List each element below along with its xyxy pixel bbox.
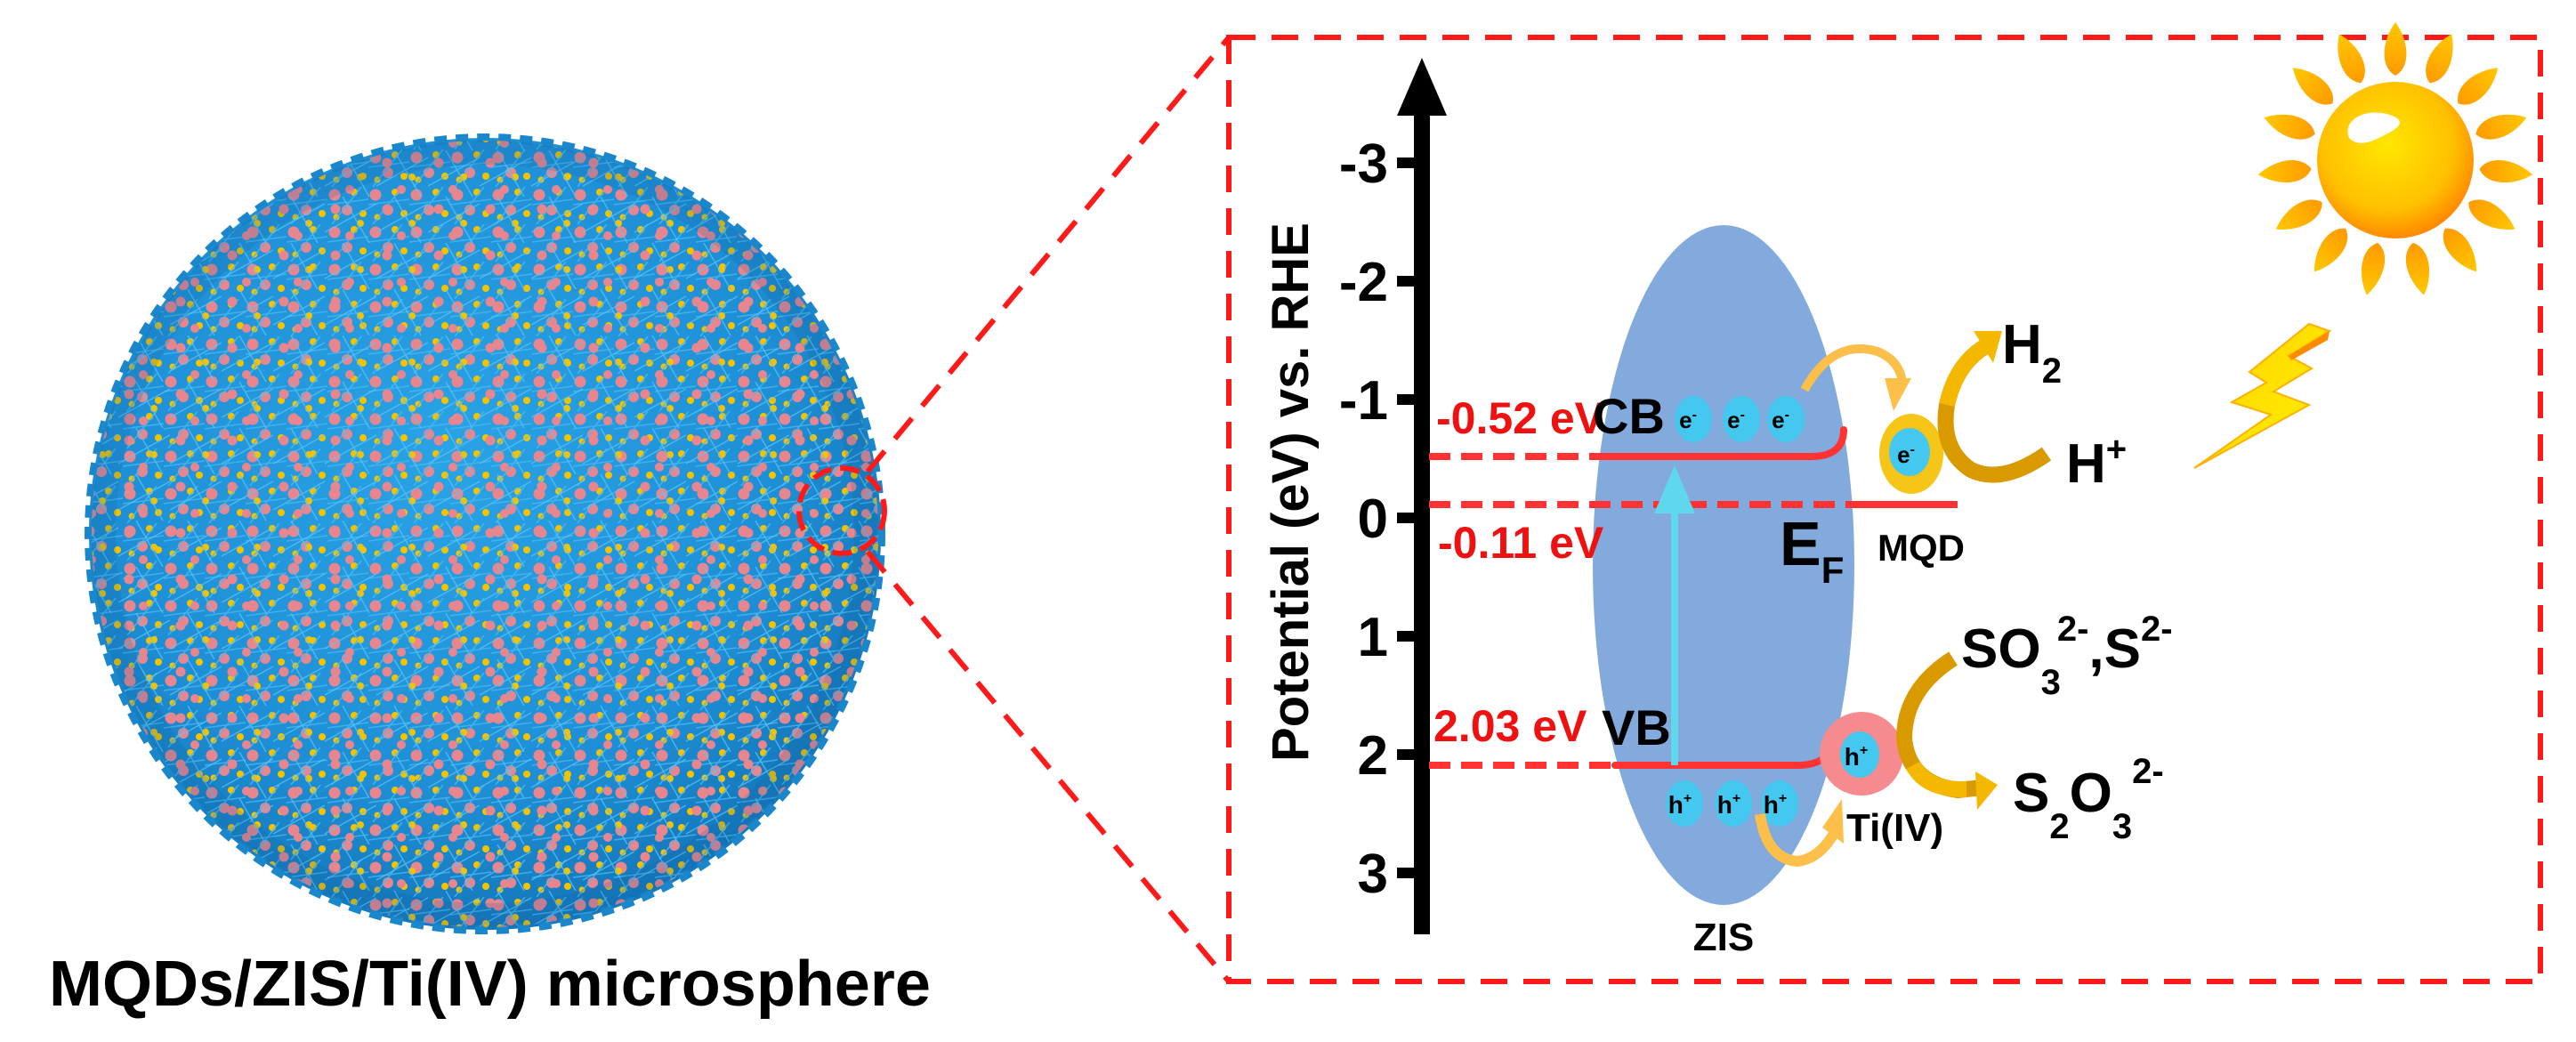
ti-iv-label: Ti(IV) [1846,806,1943,850]
microsphere-caption: MQDs/ZIS/Ti(IV) microsphere [49,949,931,1020]
ef-potential-value: -0.11 eV [1438,518,1604,568]
tick-label: 0 [1358,489,1388,550]
her-arrowhead-icon [1974,331,2002,363]
zis-band-ellipse [1593,225,1854,905]
detail-frame [1226,35,2543,984]
tick-mark [1397,631,1417,642]
thiosulfate-product-label: S2O32- [2013,752,2164,846]
tick-mark [1397,158,1417,168]
tick-mark [1397,868,1417,878]
lightning-bolt-icon [2193,322,2332,469]
microsphere-nanosheet-edge [85,133,885,934]
cb-electrons: e- e- e- [1675,396,1805,442]
vb-potential-value: 2.03 eV [1433,701,1587,751]
tick-label: -1 [1339,370,1388,432]
tick-label: 2 [1358,725,1388,787]
axis-arrowhead-icon [1397,58,1447,116]
excitation-arrowhead-icon [1654,465,1695,513]
sun-highlight [2347,112,2400,143]
zoom-region-circle [796,465,887,556]
tick-mark [1397,513,1417,523]
sun-icon [2257,22,2533,295]
excitation-arrow [1654,465,1695,765]
potential-axis: -3 -2 -1 0 1 2 3 Potential (eV) vs. RHE [1262,58,1447,934]
tick-mark [1397,394,1417,405]
excitation-arrow-shaft [1671,498,1678,765]
hole: h+ [1761,780,1798,827]
ti-iv-cocatalyst: h+ [1820,712,1903,796]
quantum-dot-texture-2 [92,141,878,927]
axis-label: Potential (eV) vs. RHE [1262,222,1320,762]
mqd-particle: e- [1879,414,1943,494]
hole-transfer-arrowhead-icon [1822,799,1844,844]
tick-label: -3 [1339,133,1388,195]
hole: h+ [1715,780,1752,827]
hole: h+ [1666,780,1703,827]
magnification-callout [865,35,2543,984]
electron-transfer-arc [1800,343,1907,392]
svg-text:h+: h+ [1845,743,1868,771]
svg-text:e-: e- [1679,407,1697,433]
electron-transfer-arrowhead-icon [1885,378,1911,411]
fermi-subscript-f: F [1821,549,1845,591]
svg-text:e-: e- [1897,441,1915,468]
fermi-level-label: EF [1780,509,1844,591]
zis-label: ZIS [1693,916,1754,959]
hydrogen-evolution-arrow [1937,331,2052,483]
svg-text:e-: e- [1772,407,1789,433]
oxidation-arrow [1895,651,1998,810]
energy-levels: -0.52 eV -0.11 eV 2.03 eV CB VB EF [1429,388,1958,769]
vb-holes: h+ h+ h+ [1666,780,1798,827]
h2-product-label: H2 [2002,314,2062,391]
tick-label: 1 [1358,607,1388,668]
cb-potential-value: -0.52 eV [1436,393,1605,443]
sacrificial-reagents-label: SO32-,S2- [1961,610,2173,702]
hole-transfer-arrow [1755,799,1844,868]
tick-mark [1397,276,1417,287]
fermi-e: E [1780,509,1821,578]
electron: e- [1675,396,1712,442]
electron: e- [1767,396,1805,442]
mqd-label: MQD [1877,527,1965,569]
callout-line-top [865,36,1231,473]
callout-line-bottom [865,550,1231,983]
mqd-electron [1889,428,1930,476]
tick-label: 3 [1358,844,1388,905]
sun-body [2317,82,2474,238]
tick-label: -2 [1339,252,1388,313]
microsphere-illustration [85,133,887,934]
ti-iv-hole [1840,731,1879,778]
svg-text:h+: h+ [1717,791,1740,819]
svg-text:h+: h+ [1668,791,1692,819]
axis-line [1414,114,1430,934]
tick-mark [1397,749,1417,760]
electron: e- [1723,396,1760,442]
vb-label: VB [1602,699,1671,755]
hole-transfer-arc [1755,813,1840,868]
cb-level-line [1589,426,1847,460]
oxidation-arrowhead-icon [1975,771,1998,810]
proton-reactant-label: H+ [2066,430,2127,495]
electron-transfer-arrow [1800,343,1911,411]
svg-text:h+: h+ [1764,791,1787,819]
svg-text:e-: e- [1727,407,1745,433]
cb-label: CB [1593,388,1665,444]
